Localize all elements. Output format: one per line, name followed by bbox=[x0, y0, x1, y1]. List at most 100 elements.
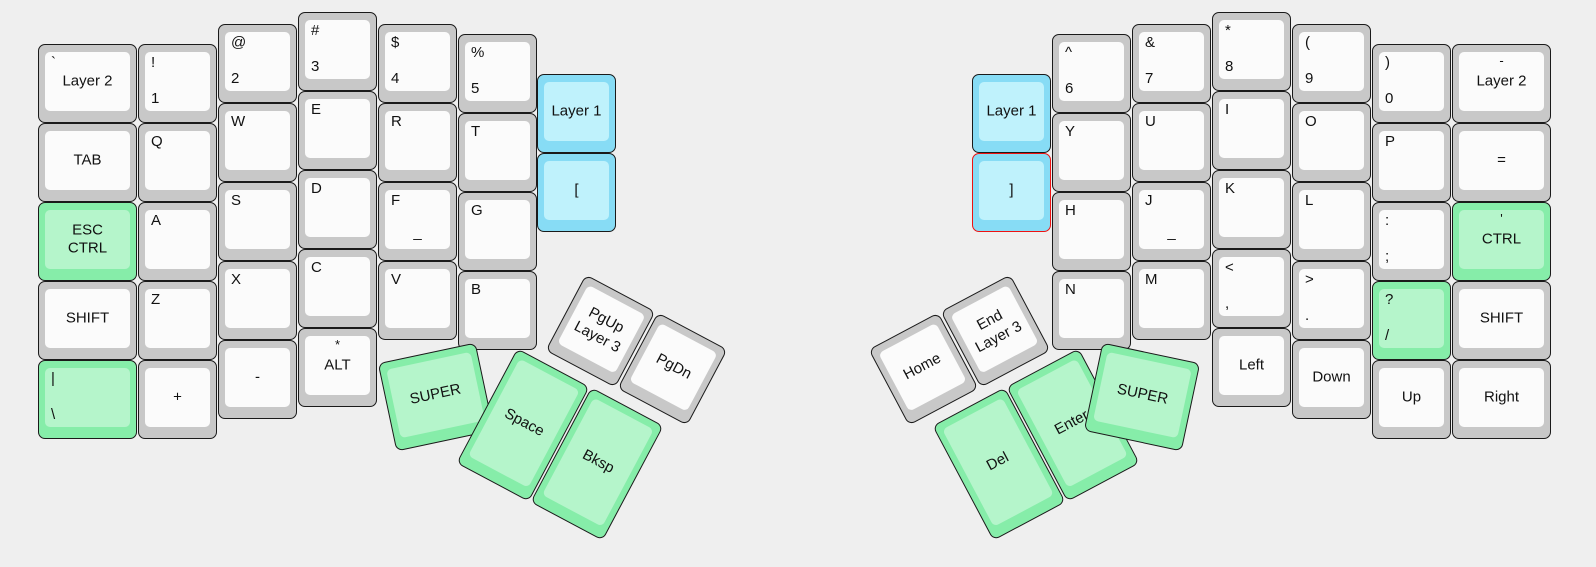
key-o[interactable]: O bbox=[1292, 103, 1371, 182]
key-2-at[interactable]: @2 bbox=[218, 24, 297, 103]
key-label-center: CTRL bbox=[1481, 230, 1522, 248]
key-period-gt[interactable]: >. bbox=[1292, 261, 1371, 340]
key-7-ampersand[interactable]: &7 bbox=[1132, 24, 1211, 103]
keycap-surface: PgDn bbox=[629, 322, 718, 412]
key-v[interactable]: V bbox=[378, 261, 457, 340]
key-label-top: % bbox=[471, 44, 485, 61]
key-9-lparen[interactable]: (9 bbox=[1292, 24, 1371, 103]
keycap-surface: O bbox=[1299, 111, 1364, 170]
key-j[interactable]: J_ bbox=[1132, 182, 1211, 261]
key-label-center: Down bbox=[1312, 368, 1351, 386]
key-x[interactable]: X bbox=[218, 261, 297, 340]
key-esc-ctrl[interactable]: ESC CTRL bbox=[38, 202, 137, 281]
key-h[interactable]: H bbox=[1052, 192, 1131, 271]
keycap-surface: E bbox=[305, 99, 370, 158]
keycap-surface: A bbox=[145, 210, 210, 269]
key-label-bottom: 6 bbox=[1065, 80, 1074, 98]
key-label-center: TAB bbox=[73, 151, 102, 169]
keycap-surface: I bbox=[1219, 99, 1284, 158]
key-label-center: ESC CTRL bbox=[67, 220, 108, 257]
keycap-surface: X bbox=[225, 269, 290, 328]
key-shift-right[interactable]: SHIFT bbox=[1452, 281, 1551, 360]
key-label-center: = bbox=[1497, 151, 1506, 169]
key-semicolon-colon[interactable]: :; bbox=[1372, 202, 1451, 281]
key-3-hash[interactable]: #3 bbox=[298, 12, 377, 91]
keycap-surface: U bbox=[1139, 111, 1204, 170]
key-6-caret[interactable]: ^6 bbox=[1052, 34, 1131, 113]
key-layer1-right[interactable]: Layer 1 bbox=[972, 74, 1051, 153]
keycap-surface: G bbox=[465, 200, 530, 259]
key-w[interactable]: W bbox=[218, 103, 297, 182]
key-label-center: Del bbox=[983, 448, 1012, 475]
key-shift-left[interactable]: SHIFT bbox=[38, 281, 137, 360]
key-slash-question[interactable]: ?/ bbox=[1372, 281, 1451, 360]
key-y[interactable]: Y bbox=[1052, 113, 1131, 192]
key-comma-lt[interactable]: <, bbox=[1212, 249, 1291, 328]
key-up-arrow[interactable]: Up bbox=[1372, 360, 1451, 439]
key-label-top: E bbox=[311, 101, 322, 118]
key-n[interactable]: N bbox=[1052, 271, 1131, 350]
key-label-top: Z bbox=[151, 291, 161, 308]
key-l[interactable]: L bbox=[1292, 182, 1371, 261]
key-f[interactable]: F_ bbox=[378, 182, 457, 261]
key-0-rparen[interactable]: )0 bbox=[1372, 44, 1451, 123]
key-label-top: F bbox=[391, 192, 401, 209]
key-p[interactable]: P bbox=[1372, 123, 1451, 202]
key-g[interactable]: G bbox=[458, 192, 537, 271]
key-quote-ctrl[interactable]: CTRL' bbox=[1452, 202, 1551, 281]
key-d[interactable]: D bbox=[298, 170, 377, 249]
key-u[interactable]: U bbox=[1132, 103, 1211, 182]
key-alt[interactable]: ALT* bbox=[298, 328, 377, 407]
key-a[interactable]: A bbox=[138, 202, 217, 281]
key-label-top: L bbox=[1305, 192, 1314, 209]
key-4-dollar[interactable]: $4 bbox=[378, 24, 457, 103]
key-label-top: ` bbox=[51, 54, 56, 71]
key-layer2-minus[interactable]: Layer 2- bbox=[1452, 44, 1551, 123]
key-label-top: K bbox=[1225, 180, 1236, 197]
key-label-top: P bbox=[1385, 133, 1396, 150]
key-1-exclaim[interactable]: !1 bbox=[138, 44, 217, 123]
key-bracket-right[interactable]: ] bbox=[972, 153, 1051, 232]
key-5-percent[interactable]: %5 bbox=[458, 34, 537, 113]
keycap-surface: T bbox=[465, 121, 530, 180]
key-layer2-grave[interactable]: Layer 2` bbox=[38, 44, 137, 123]
key-i[interactable]: I bbox=[1212, 91, 1291, 170]
key-r[interactable]: R bbox=[378, 103, 457, 182]
key-8-asterisk[interactable]: *8 bbox=[1212, 12, 1291, 91]
key-c[interactable]: C bbox=[298, 249, 377, 328]
key-label-center: Right bbox=[1483, 388, 1520, 406]
keycap-surface: TAB bbox=[45, 131, 130, 190]
key-plus[interactable]: + bbox=[138, 360, 217, 439]
key-k[interactable]: K bbox=[1212, 170, 1291, 249]
key-label-top: Q bbox=[151, 133, 163, 150]
key-down-arrow[interactable]: Down bbox=[1292, 340, 1371, 419]
key-bracket-left[interactable]: [ bbox=[537, 153, 616, 232]
key-s[interactable]: S bbox=[218, 182, 297, 261]
keycap-surface: SUPER bbox=[386, 351, 485, 439]
key-right-arrow[interactable]: Right bbox=[1452, 360, 1551, 439]
key-equals[interactable]: = bbox=[1452, 123, 1551, 202]
keycap-surface: :; bbox=[1379, 210, 1444, 269]
key-layer1-left[interactable]: Layer 1 bbox=[537, 74, 616, 153]
key-label-bottom: ; bbox=[1385, 248, 1390, 266]
key-z[interactable]: Z bbox=[138, 281, 217, 360]
key-pipe-backslash[interactable]: |\ bbox=[38, 360, 137, 439]
key-left-arrow[interactable]: Left bbox=[1212, 328, 1291, 407]
key-label-bottom: 1 bbox=[151, 90, 160, 108]
keycap-surface: N bbox=[1059, 279, 1124, 338]
keycap-surface: SHIFT bbox=[1459, 289, 1544, 348]
keycap-surface: )0 bbox=[1379, 52, 1444, 111]
keycap-surface: %5 bbox=[465, 42, 530, 101]
key-t[interactable]: T bbox=[458, 113, 537, 192]
keycap-surface: S bbox=[225, 190, 290, 249]
key-e[interactable]: E bbox=[298, 91, 377, 170]
key-label-top-center: * bbox=[334, 337, 341, 352]
key-label-top: B bbox=[471, 281, 482, 298]
key-label-top: ( bbox=[1305, 34, 1310, 51]
key-b[interactable]: B bbox=[458, 271, 537, 350]
key-tab[interactable]: TAB bbox=[38, 123, 137, 202]
key-q[interactable]: Q bbox=[138, 123, 217, 202]
key-m[interactable]: M bbox=[1132, 261, 1211, 340]
key-minus[interactable]: - bbox=[218, 340, 297, 419]
homing-bump-indicator: _ bbox=[1167, 224, 1176, 241]
